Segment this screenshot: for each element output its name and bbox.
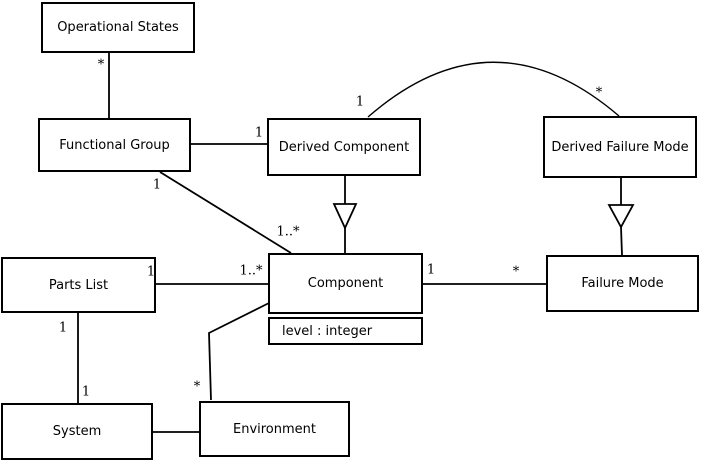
multiplicity-operational-states-star: * bbox=[97, 57, 105, 73]
multiplicity-derived-component-arc-one: 1 bbox=[355, 94, 365, 110]
generalization-derived-failure-mode-tail bbox=[620, 226, 623, 256]
attribute-label: level : integer bbox=[282, 323, 373, 339]
generalization-triangle-icon bbox=[332, 203, 358, 231]
multiplicity-component-environment-star: * bbox=[193, 379, 201, 395]
multiplicity-functional-group-component-one: 1 bbox=[152, 177, 162, 193]
class-name-label: Derived Failure Mode bbox=[551, 139, 689, 155]
class-functional-group[interactable]: Functional Group bbox=[38, 118, 191, 172]
class-component-attributes[interactable]: level : integer bbox=[268, 317, 423, 345]
class-failure-mode[interactable]: Failure Mode bbox=[546, 255, 699, 312]
class-name-label: Derived Component bbox=[278, 139, 410, 155]
class-component[interactable]: Component bbox=[268, 253, 423, 314]
multiplicity-parts-list-component-many: 1..* bbox=[239, 263, 263, 279]
multiplicity-derived-failure-mode-arc-star: * bbox=[595, 85, 603, 101]
class-environment[interactable]: Environment bbox=[199, 401, 350, 457]
class-name-label: Failure Mode bbox=[581, 276, 664, 291]
association-functional-group-component bbox=[159, 171, 292, 254]
association-component-environment bbox=[208, 302, 270, 401]
class-name-label: Parts List bbox=[48, 277, 109, 293]
multiplicity-component-failure-mode-star: * bbox=[512, 264, 520, 280]
class-name-label: System bbox=[52, 424, 102, 439]
multiplicity-functional-group-component-many: 1..* bbox=[276, 224, 300, 240]
multiplicity-parts-list-system-one-top: 1 bbox=[58, 320, 68, 336]
class-name-label: Component bbox=[307, 276, 384, 291]
class-derived-failure-mode[interactable]: Derived Failure Mode bbox=[543, 116, 697, 178]
multiplicity-functional-group-derived-component-one: 1 bbox=[254, 125, 264, 141]
class-name-label: Environment bbox=[232, 421, 316, 437]
generalization-triangle-icon bbox=[607, 204, 635, 229]
class-name-label: Operational States bbox=[57, 20, 179, 35]
class-operational-states[interactable]: Operational States bbox=[41, 2, 195, 53]
multiplicity-component-failure-mode-one: 1 bbox=[426, 262, 436, 278]
class-derived-component[interactable]: Derived Component bbox=[267, 118, 421, 176]
class-parts-list[interactable]: Parts List bbox=[1, 257, 156, 313]
multiplicity-parts-list-component-one: 1 bbox=[146, 264, 156, 280]
multiplicity-parts-list-system-one-bottom: 1 bbox=[81, 384, 91, 400]
class-system[interactable]: System bbox=[1, 403, 153, 460]
association-derived-component-derived-failure-mode-arc bbox=[367, 61, 620, 118]
class-name-label: Functional Group bbox=[59, 137, 170, 153]
